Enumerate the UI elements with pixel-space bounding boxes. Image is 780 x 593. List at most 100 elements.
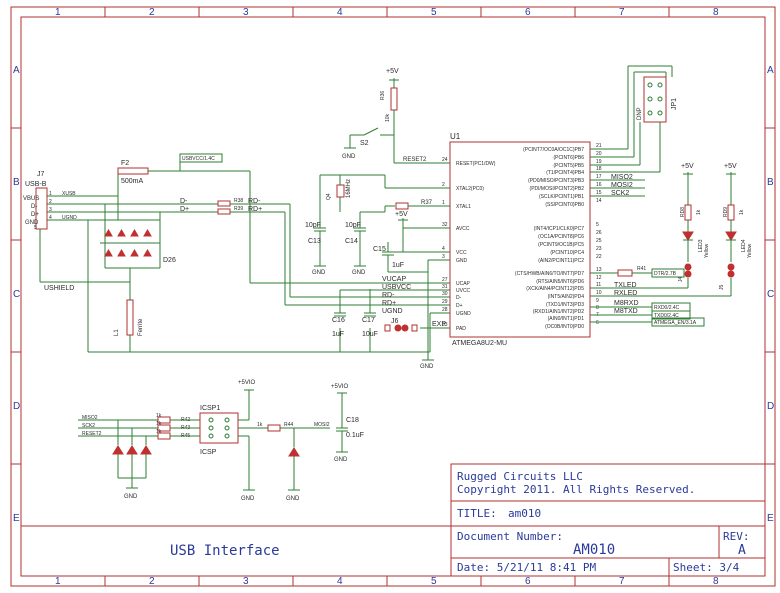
j7-pin-number: 2 — [49, 199, 52, 205]
u1-pin-number: 19 — [596, 159, 602, 165]
u1-pin-number: 20 — [596, 151, 602, 157]
column-label: 8 — [713, 576, 719, 587]
u1-pin-number: 30 — [442, 291, 448, 297]
net-exp: EXP — [432, 321, 446, 328]
u1-pin-number: 13 — [596, 267, 602, 273]
icsp-value: ICSP — [200, 449, 217, 456]
u1-pin-name: D+ — [456, 303, 463, 309]
u1-pin-number: 9 — [596, 298, 599, 304]
icsp-net-miso: MISO2 — [82, 415, 98, 421]
row-label: A — [767, 65, 774, 76]
u1-pin-name: UGND — [456, 311, 471, 317]
net-usbvcc: USBVCC — [382, 284, 411, 291]
rd9-value: 1k — [739, 209, 745, 215]
u1-pin-number: 5 — [596, 222, 599, 228]
d26-refdes: D26 — [163, 257, 176, 264]
r42-value: 1k — [156, 413, 162, 419]
u1-pin-name: (INT4/ICP1/CLK0)PC7 — [534, 226, 585, 232]
u1-pin-name: (PCINT6)PB6 — [553, 155, 584, 161]
c18-refdes: C18 — [346, 417, 359, 424]
u1-pin-name: (AIN2/PCINT11)PC2 — [538, 258, 584, 264]
u1-pin-number: 12 — [596, 275, 602, 281]
j7-pin5: 5 — [34, 225, 37, 231]
u1-pin-name: (OC1A/PCINT8)PC6 — [538, 234, 584, 240]
led4-refdes: LED4 — [741, 239, 747, 252]
jp1-refdes: JP1 — [671, 98, 678, 110]
u1-pin-name: UVCC — [456, 288, 471, 294]
icsp-section: MISO2 SCK2 RESET2 1k 1k 1k R42 R43 R45 G… — [78, 380, 364, 502]
u1-pin-number: 27 — [442, 277, 448, 283]
u1-pin-name: XTAL1 — [456, 204, 471, 210]
icsp-net-reset: RESET2 — [82, 431, 102, 437]
date-text: Date: 5/21/11 8:41 PM — [457, 561, 596, 574]
usbvcc-tag-text: USBVCC/1.4C — [182, 156, 215, 162]
u1-pin-number: 14 — [596, 198, 602, 204]
u1-refdes: U1 — [450, 132, 461, 141]
gnd-c18: GND — [334, 457, 348, 463]
jp1-header: JP1 DNP — [590, 65, 678, 173]
u1-pin-number: 15 — [596, 190, 602, 196]
u1-pin-name: (SS/PCINT0)PB0 — [545, 202, 584, 208]
net-rdplus: RD+ — [248, 206, 262, 213]
row-label: C — [767, 289, 774, 300]
gnd-icsp: GND — [241, 496, 255, 502]
company-name: Rugged Circuits LLC — [457, 470, 583, 483]
jp1-dnp: DNP — [637, 107, 643, 120]
r44-value: 1k — [257, 422, 263, 428]
led3-color: Yellow — [704, 243, 710, 258]
c13-value: 10pF — [305, 222, 321, 229]
net-miso2: MISO2 — [611, 174, 633, 181]
j7-dplus: D+ — [31, 212, 39, 218]
u1-pin-number: 26 — [596, 230, 602, 236]
net-m8rxd: M8RXD — [614, 300, 639, 307]
u1-pin-name: XTAL2(PC0) — [456, 186, 484, 192]
u1-pin-name: (TXD1/INT3)PD3 — [546, 302, 584, 308]
u1-pin-name: (PCINT9/OC1B)PC5 — [538, 242, 584, 248]
u1-pin-number: 25 — [596, 238, 602, 244]
u1-pin-name: (PCINT5)PB5 — [553, 163, 584, 169]
u1-pin-number: 11 — [596, 282, 601, 288]
row-label: E — [13, 513, 20, 524]
column-label: 4 — [337, 7, 343, 18]
net-mosi2: MOSI2 — [611, 182, 633, 189]
u1-pin-number: 3 — [442, 254, 445, 260]
s2-refdes: S2 — [360, 140, 369, 147]
u1-pin-name: (PDI/MOSI/PCINT2)PB2 — [530, 186, 585, 192]
gnd-c14: GND — [352, 270, 366, 276]
column-label: 6 — [525, 7, 531, 18]
net-sck2: SCK2 — [611, 190, 629, 197]
icsp-net-mosi: MOSI2 — [314, 422, 330, 428]
title-block: Rugged Circuits LLC Copyright 2011. All … — [21, 463, 766, 577]
led-circuits: +5V RD8 1k LED3 Yellow J4 +5V RD9 1k LED… — [678, 163, 753, 296]
row-label: D — [13, 401, 20, 412]
u1-pin-name: (SCLK/PCINT1)PB1 — [539, 194, 584, 200]
column-label: 5 — [431, 576, 437, 587]
row-label: B — [767, 177, 774, 188]
column-label: 2 — [149, 576, 155, 587]
gnd-icsp-diodes: GND — [124, 494, 138, 500]
row-label: B — [13, 177, 20, 188]
u1-pin-number: 16 — [596, 182, 602, 188]
usbvcc-net-tag: USBVCC/1.4C — [179, 153, 223, 163]
u1-pin-number: 6 — [596, 320, 599, 326]
c15-value: 1uF — [392, 262, 404, 269]
column-label: 7 — [619, 7, 625, 18]
net-ugnd-2: UGND — [382, 308, 403, 315]
crystal-circuit: R37 Q4 16MHz 10pF C13 10pF C14 GND GND — [305, 174, 450, 276]
u1-pin-name: (PD0/MISO/PCINT3)PB3 — [528, 178, 584, 184]
j7-refdes: J7 — [37, 171, 45, 178]
net-rxled: RXLED — [614, 290, 637, 297]
u1-pin-name: (PCINT7/OC0A/OC1C)PB7 — [523, 147, 584, 153]
net-txled: TXLED — [614, 282, 637, 289]
c14-value: 10pF — [345, 222, 361, 229]
rxd0-tag: RXD0/2.4C — [654, 305, 680, 311]
u1-pin-number: 2 — [442, 182, 445, 188]
column-label: 2 — [149, 7, 155, 18]
row-label: C — [13, 289, 20, 300]
column-label: 7 — [619, 576, 625, 587]
r36-value: 10k — [385, 113, 391, 122]
